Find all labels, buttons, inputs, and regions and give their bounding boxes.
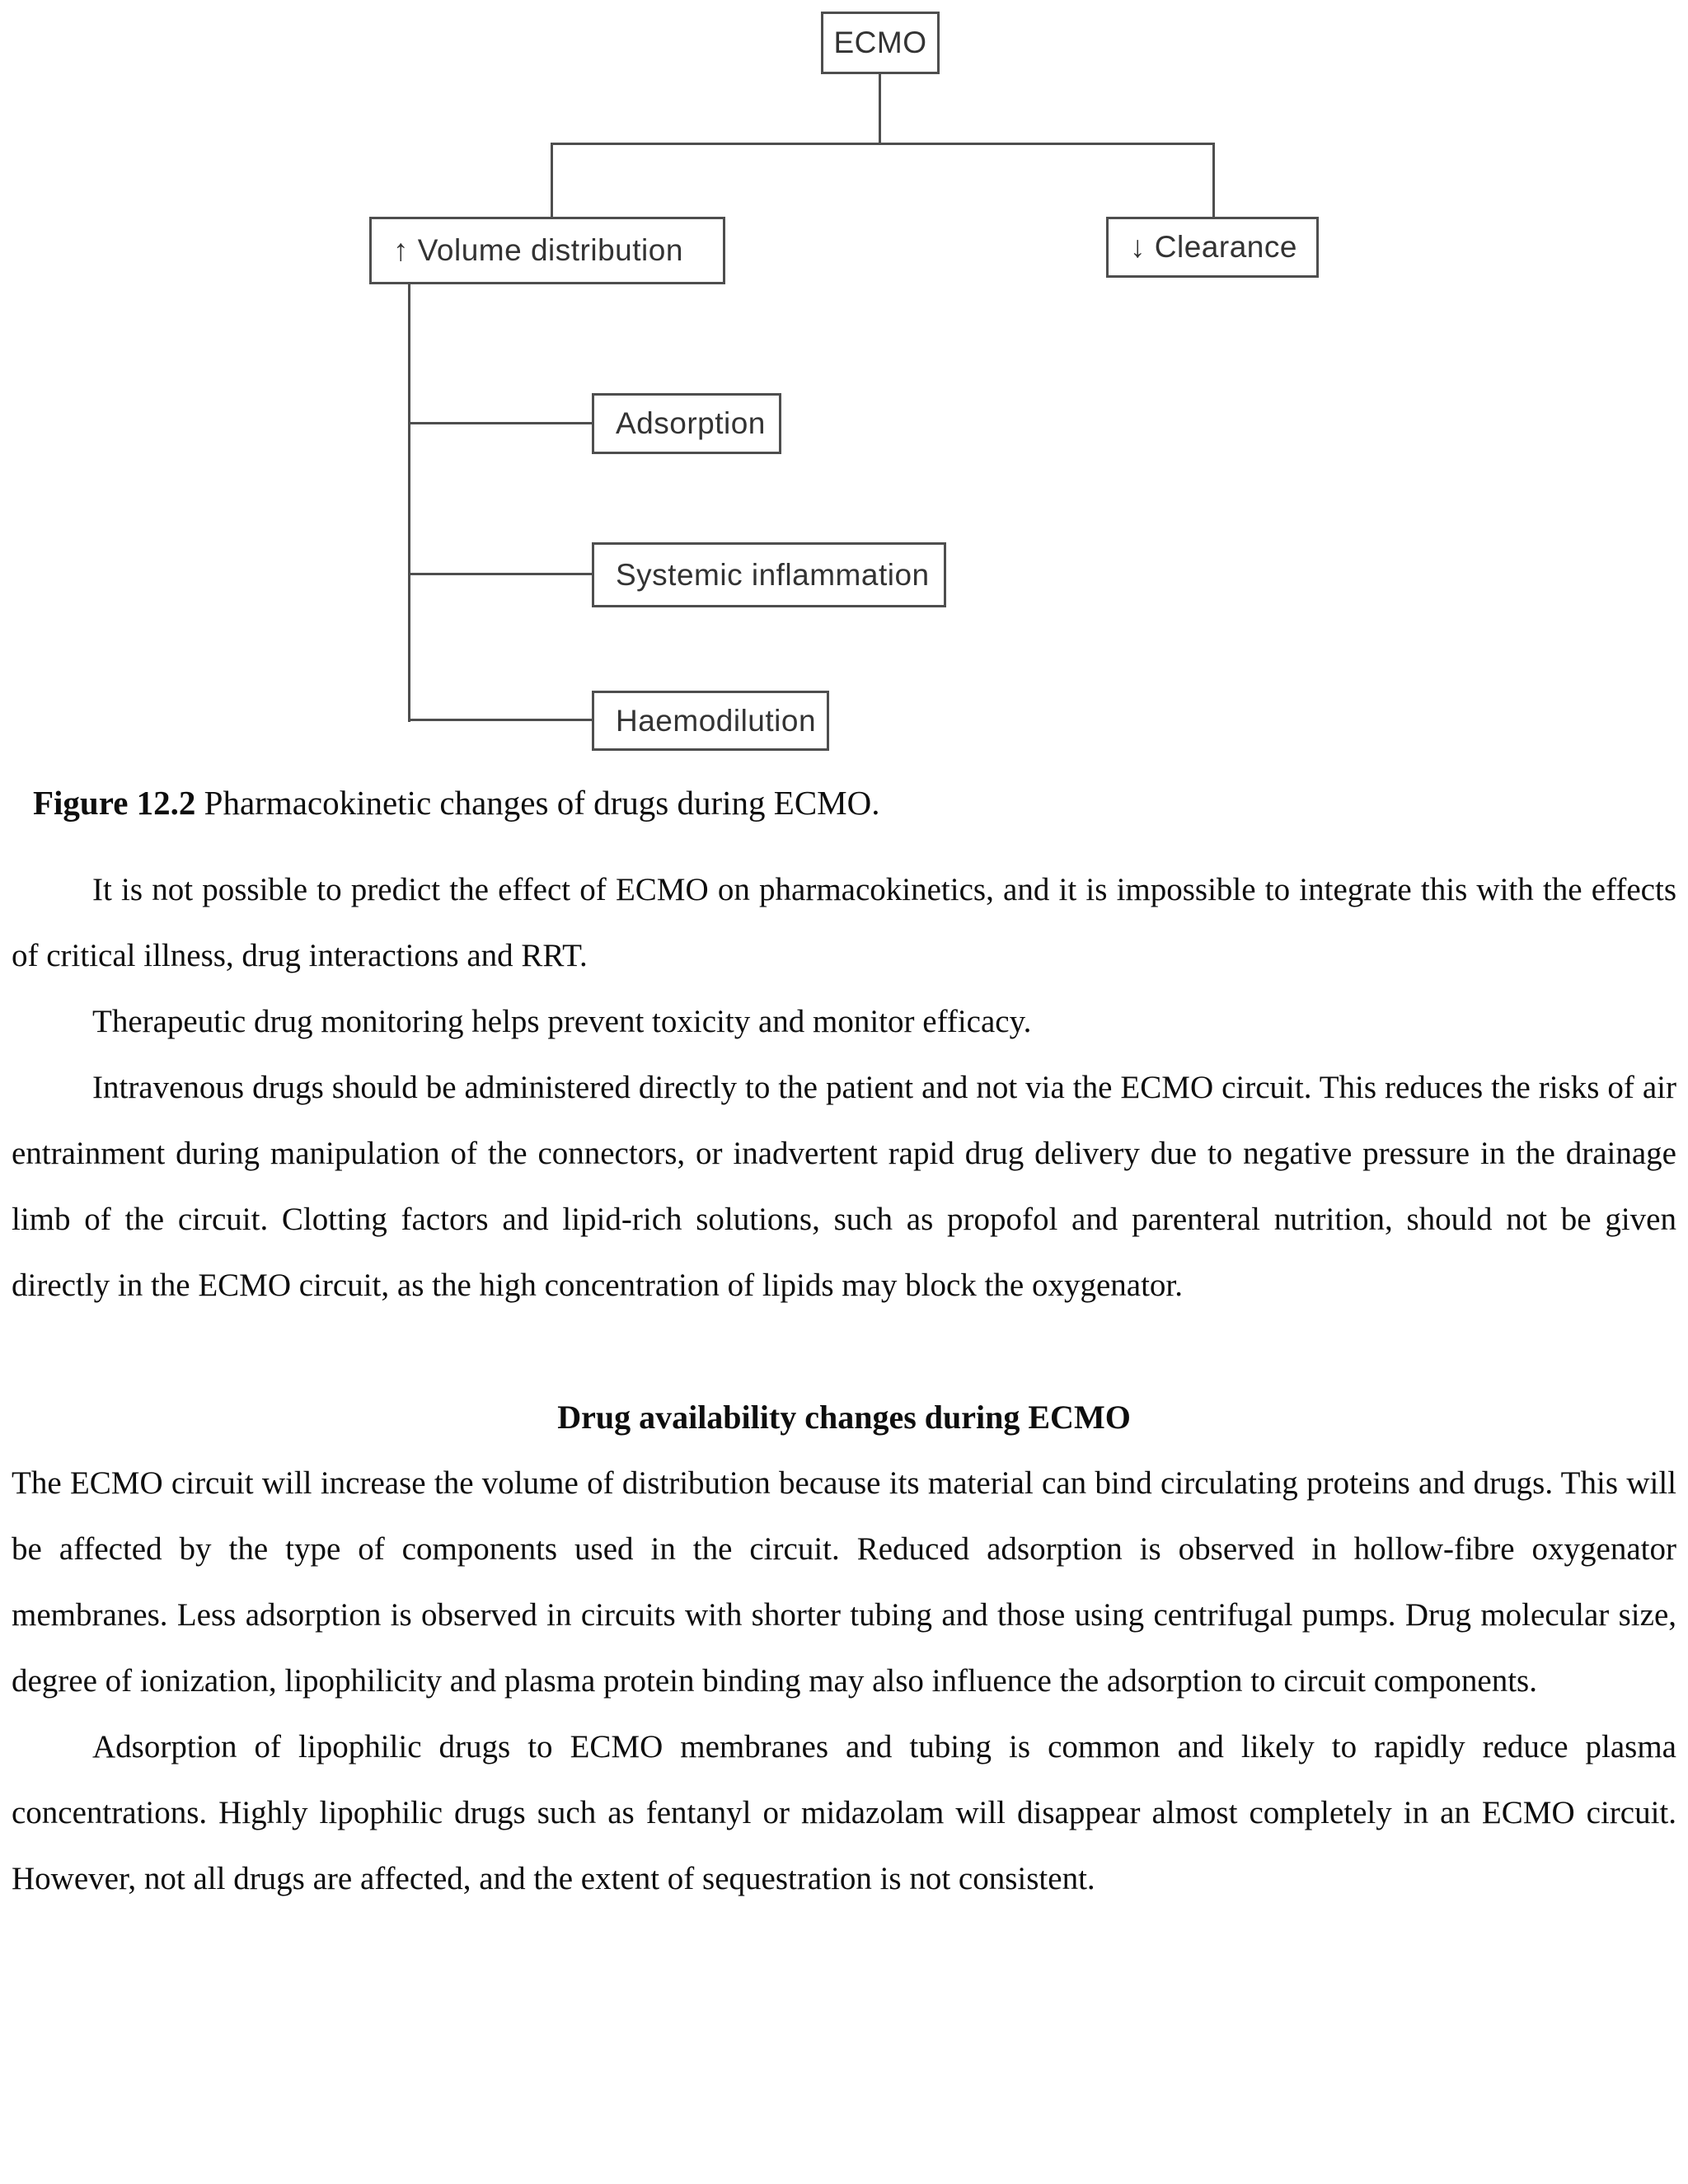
section-heading: Drug availability changes during ECMO xyxy=(557,1399,1131,1436)
connector-volume-trunk xyxy=(408,284,410,722)
connector-branch-systemic xyxy=(408,573,592,575)
node-adsorption: Adsorption xyxy=(592,393,781,454)
figure-caption-text: Pharmacokinetic changes of drugs during … xyxy=(195,784,880,822)
connector-ecmo-down xyxy=(879,74,881,144)
paragraph-4: The ECMO circuit will increase the volum… xyxy=(12,1465,1676,1699)
paragraph-1: It is not possible to predict the effect… xyxy=(12,872,1676,973)
connector-horizontal-main xyxy=(551,143,1215,145)
node-haemodilution: Haemodilution xyxy=(592,691,829,751)
paragraph-5: Adsorption of lipophilic drugs to ECMO m… xyxy=(12,1729,1676,1896)
body-text: It is not possible to predict the effect… xyxy=(12,857,1676,1912)
node-clearance: ↓ Clearance xyxy=(1106,217,1319,278)
paragraph-2: Therapeutic drug monitoring helps preven… xyxy=(92,1004,1032,1039)
pharmacokinetics-flowchart: ECMO ↑ Volume distribution ↓ Clearance A… xyxy=(0,0,1688,766)
connector-branch-haemodilution xyxy=(408,719,592,721)
figure-caption: Figure 12.2 Pharmacokinetic changes of d… xyxy=(33,780,879,826)
paragraph-3: Intravenous drugs should be administered… xyxy=(12,1070,1676,1303)
node-volume-distribution: ↑ Volume distribution xyxy=(369,217,725,284)
node-ecmo: ECMO xyxy=(821,12,940,74)
connector-branch-adsorption xyxy=(408,422,592,424)
node-systemic-inflammation: Systemic inflammation xyxy=(592,542,946,607)
connector-volume-drop xyxy=(551,143,553,217)
connector-clearance-drop xyxy=(1212,143,1215,217)
figure-caption-label: Figure 12.2 xyxy=(33,784,196,822)
